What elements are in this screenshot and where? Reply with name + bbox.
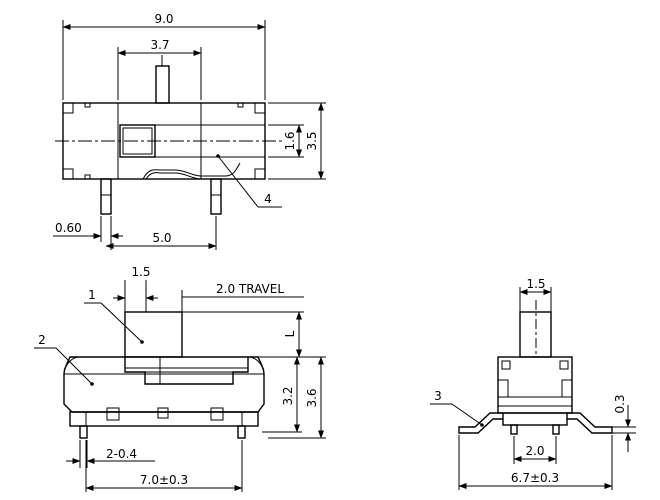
dim-total-height: 3.6 [305, 388, 319, 407]
top-view-pin-right [210, 178, 222, 215]
callout-2: 2 [38, 333, 46, 347]
callout-3: 3 [434, 389, 442, 403]
side-view-tab-right [567, 412, 613, 434]
side-view-pin-right [552, 424, 560, 435]
dim-knob-height: L [283, 330, 297, 337]
dim-side-pin-pitch: 2.0 [525, 444, 544, 458]
dim-pin-pitch: 5.0 [152, 231, 171, 245]
dim-tab-thickness: 0.3 [613, 394, 627, 413]
dim-knob-width-front: 1.5 [131, 265, 150, 279]
dim-side-width: 6.7±0.3 [511, 471, 559, 485]
dim-travel: 2.0 TRAVEL [216, 282, 284, 296]
dim-top-height: 3.5 [305, 131, 319, 150]
top-view-pin-left [100, 178, 112, 215]
dim-pin-size: 2-0.4 [106, 447, 137, 461]
top-view: 9.0 3.7 1.6 3.5 0.60 5.0 4 [53, 12, 326, 250]
dim-front-width: 7.0±0.3 [140, 473, 188, 487]
dim-actuator-width: 3.7 [150, 38, 169, 52]
dim-pin-width: 0.60 [55, 221, 82, 235]
dim-knob-width-side: 1.5 [526, 277, 545, 291]
front-view-pin-right [237, 425, 246, 439]
dim-body-height: 3.2 [281, 386, 295, 405]
top-view-knob [155, 65, 170, 104]
dim-top-width: 9.0 [154, 12, 173, 26]
side-view-body [497, 356, 573, 414]
front-view-pin-left [79, 425, 88, 439]
side-view-tab-left [458, 412, 503, 434]
callout-1: 1 [88, 288, 96, 302]
side-view: 1.5 0.3 2.0 6.7±0.3 3 [430, 277, 636, 490]
side-view-pin-left [510, 424, 518, 435]
dim-actuator-height: 1.6 [283, 131, 297, 150]
callout-4: 4 [264, 192, 272, 206]
front-view: 1.5 2.0 TRAVEL L 3.2 3.6 2-0.4 7.0±0.3 [34, 265, 326, 492]
